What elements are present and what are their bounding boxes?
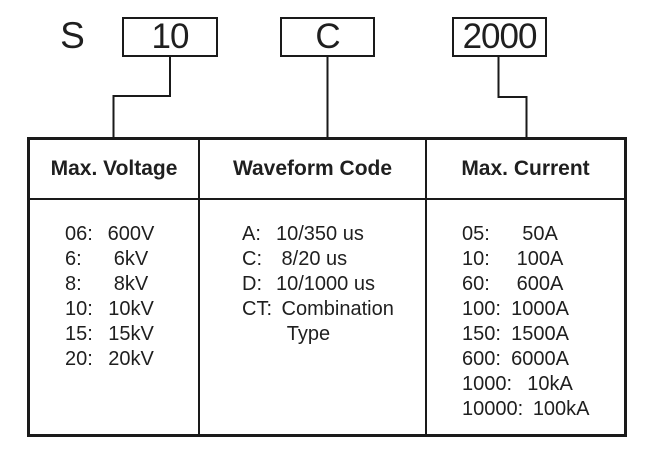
code-row: 05: 50A [462,222,624,247]
code-value: 8kV [113,273,149,295]
code-label: D: [242,273,262,295]
code-value: 100A [516,248,564,270]
connector-voltage-line [112,57,171,138]
code-row: 150: 1500A [462,322,624,347]
part-segment-box-waveform: C [280,17,375,57]
code-row: Type [242,322,425,347]
code-row: 15: 15kV [65,322,198,347]
code-label: 6: [65,248,82,270]
code-value: 1500A [511,323,569,345]
code-label: A: [242,223,261,245]
code-value: 20kV [108,348,154,370]
code-label: C: [242,248,262,270]
code-value: 1000A [511,298,569,320]
column-header-max-voltage: Max. Voltage [30,140,200,200]
code-label: 10000: [462,398,524,420]
code-label: 8: [65,273,82,295]
column-header-max-current: Max. Current [427,140,624,200]
code-row: C: 8/20 us [242,247,425,272]
code-value: Combination [276,298,394,320]
code-label: 60: [462,273,490,295]
code-value: 10/1000 us [276,273,375,295]
code-row: 600: 6000A [462,347,624,372]
code-label: 20: [65,348,93,370]
code-value: 600V [107,223,155,245]
code-label [242,322,276,347]
segment-label-voltage: 10 [151,17,190,56]
code-label: 1000: [462,373,513,395]
code-row: 10: 100A [462,247,624,272]
code-table: Max. Voltage Waveform Code Max. Current … [27,137,627,437]
code-row: 6: 6kV [65,247,198,272]
code-label: 600: [462,348,501,370]
code-row: 60: 600A [462,272,624,297]
code-label: 06: [65,223,93,245]
code-value: 50A [522,223,558,245]
code-value: 6kV [113,248,149,270]
code-row: CT: Combination [242,297,425,322]
code-row: A: 10/350 us [242,222,425,247]
code-label: 10: [65,298,93,320]
code-label: 15: [65,323,93,345]
code-value: 10/350 us [276,223,364,245]
code-label: 05: [462,223,490,245]
code-row: 8: 8kV [65,272,198,297]
code-label: 150: [462,323,501,345]
segment-label-current: 2000 [462,17,538,56]
code-value: 10kV [108,298,154,320]
code-row: 1000: 10kA [462,372,624,397]
code-value: Type [276,323,331,345]
code-value: 10kA [527,373,573,395]
column-body-max-voltage: 06: 600V 6: 6kV 8: 8kV 10: 10kV 15: 15kV 20: 20kV [30,200,200,434]
code-row: 20: 20kV [65,347,198,372]
part-prefix: S [60,15,85,56]
segment-label-waveform: C [315,17,340,56]
part-segment-box-voltage: 10 [122,17,218,57]
code-row: 10: 10kV [65,297,198,322]
code-value: 15kV [108,323,154,345]
part-segment-box-current: 2000 [452,17,547,57]
code-label: CT: [242,298,272,320]
code-row: D: 10/1000 us [242,272,425,297]
code-label: 10: [462,248,490,270]
code-row: 06: 600V [65,222,198,247]
code-row: 10000: 100kA [462,397,624,422]
column-header-waveform-code: Waveform Code [200,140,427,200]
connector-current-line [497,57,528,138]
code-row: 100: 1000A [462,297,624,322]
code-value: 8/20 us [276,248,348,270]
code-value: 6000A [511,348,569,370]
code-value: 600A [516,273,564,295]
code-value: 100kA [532,398,590,420]
code-label: 100: [462,298,501,320]
